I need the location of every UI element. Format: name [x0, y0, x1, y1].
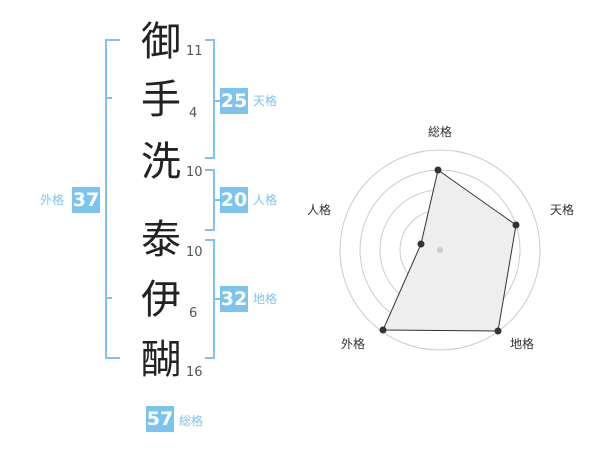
jinkaku-label: 人格 — [253, 193, 278, 207]
stroke-count-2: 4 — [189, 106, 198, 121]
gaikaku-label: 外格 — [40, 193, 65, 207]
radar-label-bottom-right: 地格 — [510, 337, 535, 351]
gaikaku-value: 37 — [72, 187, 100, 213]
tenkaku-value: 25 — [220, 88, 248, 114]
radar-center — [437, 247, 443, 253]
radar-point-jinkaku — [417, 240, 425, 248]
name-char-2: 手 — [141, 77, 181, 123]
stroke-count-5: 6 — [189, 306, 198, 321]
radar-point-gaikaku — [379, 326, 387, 334]
jinkaku-value: 20 — [220, 187, 248, 213]
soukaku-label: 総格 — [179, 414, 204, 428]
chikaku-label: 地格 — [253, 292, 278, 306]
stroke-count-6: 16 — [186, 365, 203, 380]
stroke-count-4: 10 — [186, 245, 203, 260]
gaikaku-bracket — [105, 39, 120, 359]
radar-point-tenkaku — [512, 221, 520, 229]
stroke-count-3: 10 — [186, 165, 203, 180]
stroke-count-1: 11 — [186, 44, 203, 59]
radar-polygon — [382, 169, 517, 332]
soukaku-value: 57 — [146, 406, 174, 432]
chikaku-value: 32 — [220, 286, 248, 312]
name-char-5: 伊 — [141, 277, 181, 323]
chikaku-bracket — [205, 239, 215, 359]
radar-point-chikaku — [494, 327, 502, 335]
radar-label-left: 人格 — [307, 203, 332, 217]
name-char-1: 御 — [141, 19, 181, 65]
name-char-3: 洗 — [141, 139, 181, 185]
radar-label-top: 総格 — [428, 125, 453, 139]
radar-point-soukaku — [434, 166, 442, 174]
jinkaku-bracket — [205, 169, 215, 231]
radar-label-bottom-left: 外格 — [341, 337, 366, 351]
radar-label-right: 天格 — [550, 203, 575, 217]
radar-chart — [339, 149, 541, 351]
tenkaku-label: 天格 — [253, 94, 278, 108]
name-char-6: 醐 — [141, 337, 181, 383]
tenkaku-bracket — [205, 39, 215, 159]
name-char-4: 泰 — [141, 217, 181, 263]
